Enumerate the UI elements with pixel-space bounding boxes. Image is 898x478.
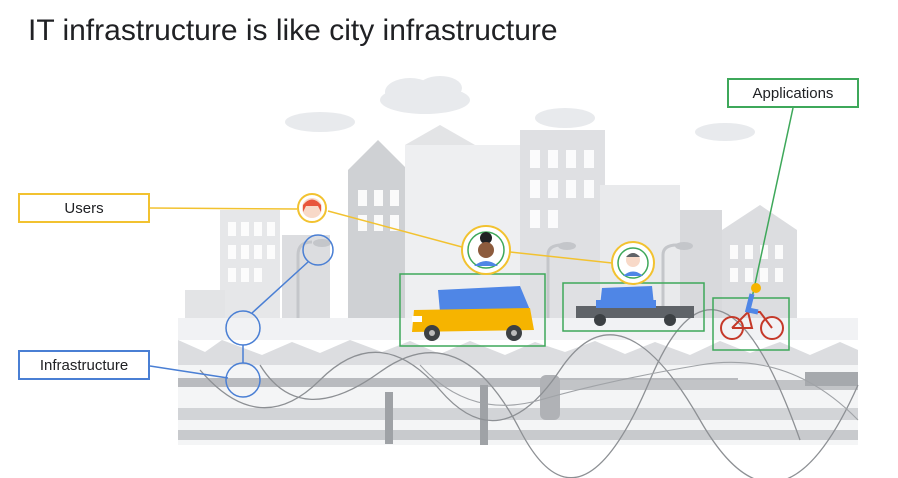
infrastructure-network <box>149 234 334 398</box>
clouds <box>285 76 755 141</box>
blue-truck <box>562 282 705 332</box>
slide-title: IT infrastructure is like city infrastru… <box>28 14 558 47</box>
bicycle <box>712 283 790 351</box>
applications-connector <box>751 107 794 299</box>
applications-label: Applications <box>727 78 859 108</box>
users-connectors <box>149 207 613 264</box>
user-avatar-medium <box>611 241 655 285</box>
user-avatar-small <box>297 193 327 223</box>
underground-pipes <box>178 309 859 478</box>
yellow-car <box>399 273 546 347</box>
user-avatar-large <box>461 225 511 275</box>
users-label: Users <box>18 193 150 223</box>
infrastructure-label: Infrastructure <box>18 350 150 380</box>
